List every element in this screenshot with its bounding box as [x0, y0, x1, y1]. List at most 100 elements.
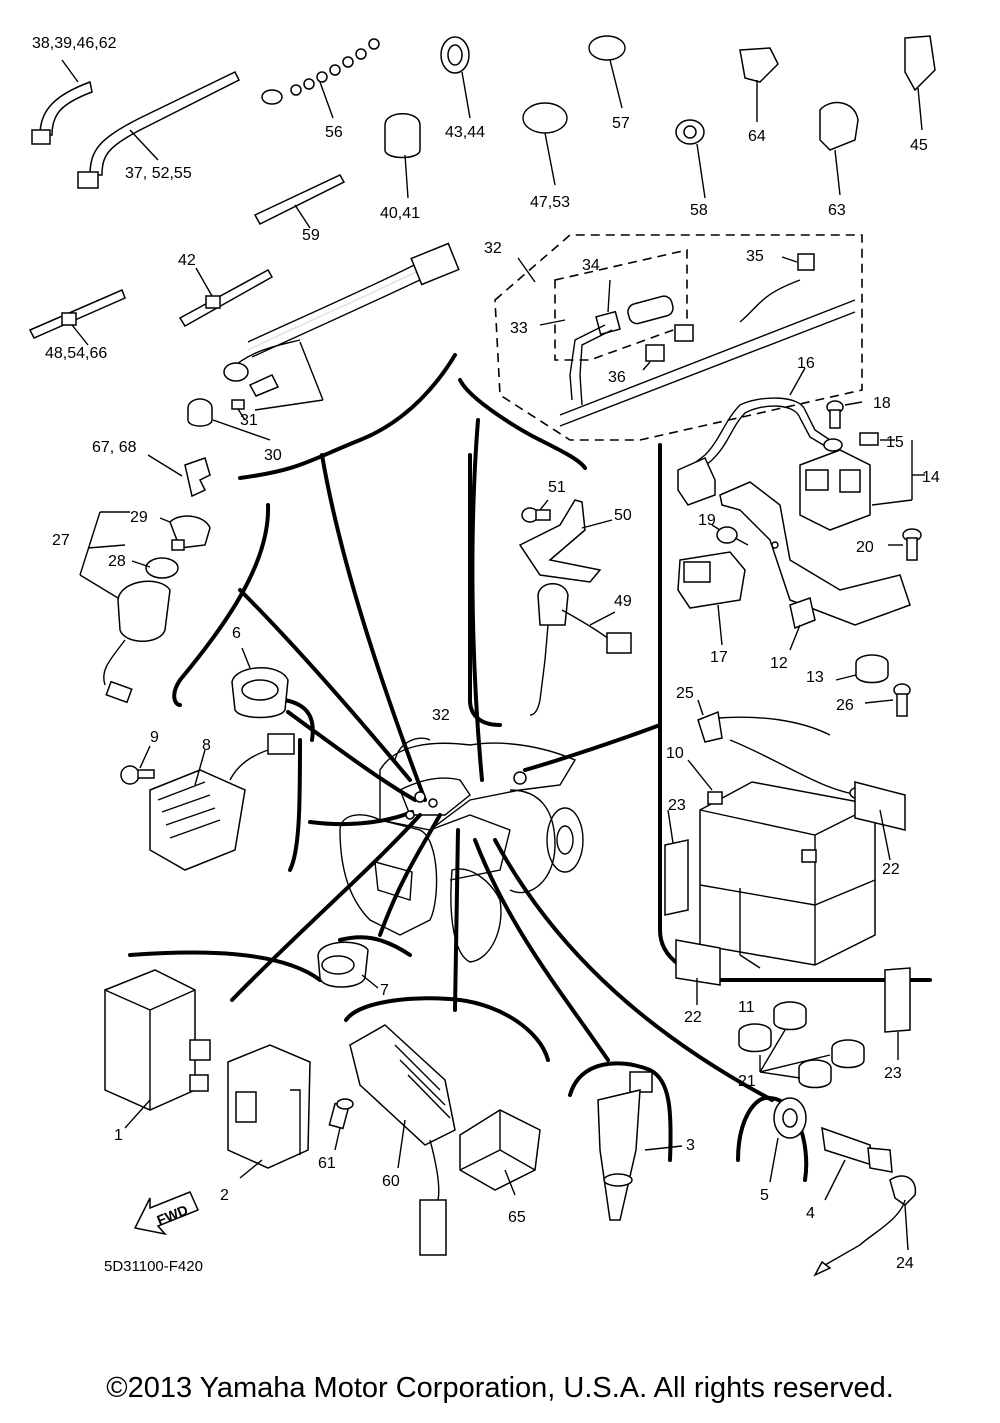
- label-14: 14: [922, 469, 940, 486]
- label-45: 45: [910, 137, 928, 154]
- label-10: 10: [666, 745, 684, 762]
- bracket-50: [518, 499, 613, 583]
- label-24: 24: [896, 1255, 914, 1272]
- harness-routing-lines: [230, 418, 774, 1102]
- bolt-61: [328, 1098, 354, 1151]
- plug-cap-24: [813, 1175, 917, 1277]
- label-13: 13: [806, 669, 824, 686]
- part-labels: 38,39,46,62 37, 52,55 56 43,44 57 64 45 …: [32, 35, 940, 1275]
- label-17: 17: [710, 649, 728, 666]
- pad-23b: [884, 967, 911, 1060]
- label-26: 26: [836, 697, 854, 714]
- label-4: 4: [806, 1205, 815, 1222]
- copyright-notice: ©2013 Yamaha Motor Corporation, U.S.A. A…: [106, 1372, 894, 1404]
- cable-tie-59: [253, 174, 346, 229]
- label-7: 7: [380, 982, 389, 999]
- label-22-bottom: 22: [684, 1009, 702, 1026]
- label-58: 58: [690, 202, 708, 219]
- label-30: 30: [264, 447, 282, 464]
- label-38: 38,39,46,62: [32, 35, 117, 52]
- clamp-40: [384, 113, 421, 199]
- cable-tie-38: [31, 59, 93, 145]
- label-51: 51: [548, 479, 566, 496]
- label-63: 63: [828, 202, 846, 219]
- label-19: 19: [698, 512, 716, 529]
- label-32-top: 32: [484, 240, 502, 257]
- dampers-21: [738, 1001, 865, 1089]
- sensor-3: [597, 1071, 683, 1221]
- label-67: 67, 68: [92, 439, 137, 456]
- clamp-43: [440, 36, 471, 119]
- label-56: 56: [325, 124, 343, 141]
- pad-22a: [854, 781, 906, 861]
- label-28: 28: [108, 553, 126, 570]
- label-61: 61: [318, 1155, 336, 1172]
- bracket-12: [719, 481, 911, 651]
- label-47: 47,53: [530, 194, 570, 211]
- battery-cable-16: [677, 367, 831, 506]
- label-36: 36: [608, 369, 626, 386]
- clamp-63: [819, 101, 859, 196]
- label-15: 15: [886, 434, 904, 451]
- ignition-key-67: [147, 454, 211, 498]
- label-1: 1: [114, 1127, 123, 1144]
- label-49: 49: [614, 593, 632, 610]
- sub-wire-harness-32: [494, 234, 863, 441]
- label-60: 60: [382, 1173, 400, 1190]
- relay-65: [459, 1109, 541, 1196]
- label-8: 8: [202, 737, 211, 754]
- bolt-9: [120, 745, 155, 785]
- bolt-26: [864, 683, 911, 717]
- wire-harness-30: [187, 242, 460, 441]
- cable-tie-37: [77, 71, 241, 189]
- label-27: 27: [52, 532, 70, 549]
- label-11: 11: [738, 999, 755, 1016]
- unit-2: [227, 1044, 311, 1179]
- label-12: 12: [770, 655, 788, 672]
- label-34: 34: [582, 257, 600, 274]
- label-42: 42: [178, 252, 196, 269]
- label-23-right: 23: [884, 1065, 902, 1082]
- label-40: 40,41: [380, 205, 420, 222]
- clip-47: [522, 102, 568, 186]
- diagram-code: 5D31100-F420: [104, 1258, 203, 1275]
- fwd-arrow: FWD: [133, 1191, 200, 1236]
- sensor-7: [317, 941, 379, 989]
- damper-13: [835, 654, 889, 684]
- label-48: 48,54,66: [45, 345, 107, 362]
- spark-plug-4: [821, 1126, 893, 1201]
- battery-11: [687, 759, 876, 969]
- label-57: 57: [612, 115, 630, 132]
- clip-45: [904, 35, 936, 131]
- battery-cable-25: [697, 699, 871, 800]
- cable-tie-42: [178, 267, 274, 328]
- pad-22b: [675, 939, 721, 1005]
- label-18: 18: [873, 395, 891, 412]
- label-2: 2: [220, 1187, 229, 1204]
- starter-relay-14: [799, 440, 925, 531]
- label-65: 65: [508, 1209, 526, 1226]
- label-37: 37, 52,55: [125, 165, 192, 182]
- label-31: 31: [240, 412, 258, 429]
- switch-49: [529, 583, 632, 716]
- label-59: 59: [302, 227, 320, 244]
- label-32-center: 32: [432, 707, 450, 724]
- label-9: 9: [150, 729, 159, 746]
- label-21: 21: [738, 1073, 756, 1090]
- label-35: 35: [746, 248, 764, 265]
- label-5: 5: [760, 1187, 769, 1204]
- clamp-19: [711, 524, 749, 546]
- cdi-unit-1: [104, 969, 211, 1129]
- fuse-15: [859, 432, 895, 446]
- relay-6: [231, 647, 289, 719]
- main-switch-27: [79, 511, 211, 704]
- bolt-51: [521, 499, 551, 523]
- label-50: 50: [614, 507, 632, 524]
- gasket-5: [769, 1097, 807, 1183]
- tie-band-56: [261, 38, 380, 119]
- clip-57: [588, 35, 626, 109]
- washer-16: [823, 438, 843, 452]
- bolt-18: [826, 400, 863, 429]
